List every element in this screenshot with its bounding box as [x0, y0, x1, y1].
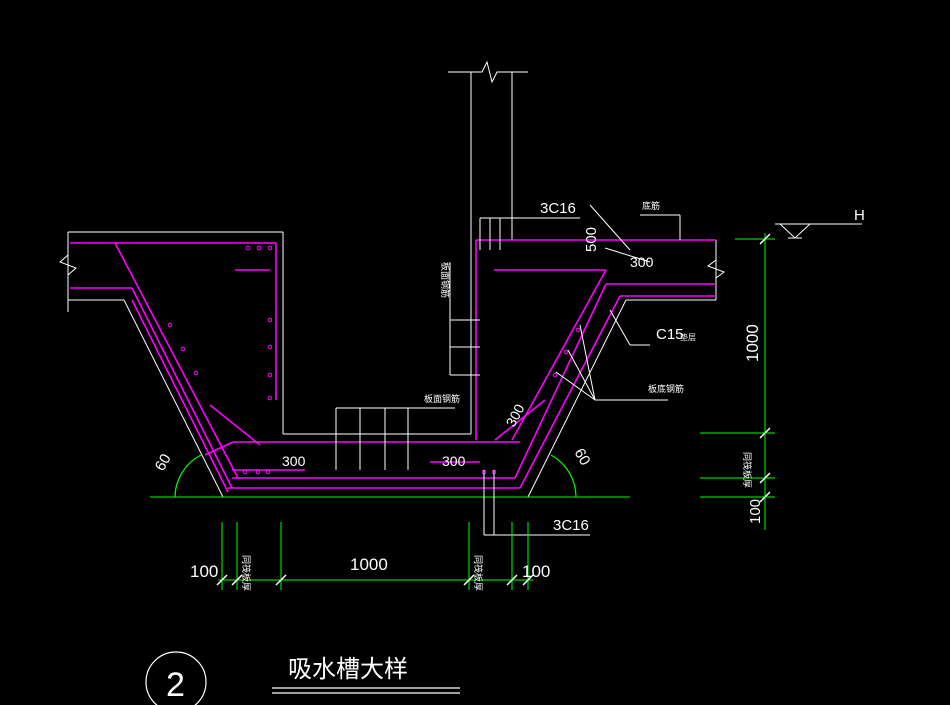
dimension-lines — [218, 233, 775, 590]
rebar-lines — [70, 239, 716, 493]
angle-marks — [174, 454, 577, 498]
level-label: H — [854, 207, 865, 224]
detail-circle — [145, 651, 207, 705]
rebar-leaders — [335, 204, 681, 536]
dim-100-right: 100 — [747, 499, 764, 524]
lap-bottom-left-label: 300 — [282, 453, 306, 469]
dim-1000-bottom: 1000 — [350, 555, 388, 574]
detail-number: 2 — [166, 666, 185, 704]
lap-top-label: 300 — [630, 254, 654, 270]
inner-note-label: 板面钢筋 — [424, 393, 460, 405]
level-marker — [775, 223, 862, 239]
dim-raft-right: 同筏板厚 — [472, 555, 484, 591]
dim-1000-vertical: 1000 — [743, 324, 762, 362]
slope-note-label: 板底钢筋 — [648, 383, 684, 395]
top-bar-label: 3C16 — [540, 200, 576, 217]
concrete-sub-label: 垫层 — [680, 332, 696, 342]
top-note-label: 底筋 — [642, 200, 660, 212]
wall-note-label: 板面钢筋 — [439, 262, 451, 298]
dim-100-left: 100 — [190, 562, 218, 581]
bottom-bar-label: 3C16 — [553, 517, 589, 534]
angle-right-label: 60 — [571, 446, 594, 469]
lap-slope-label: 300 — [503, 401, 528, 429]
dim-raft-left: 同筏板厚 — [240, 555, 252, 591]
concrete-outline — [59, 60, 726, 498]
drawing-title: 吸水槽大样 — [288, 655, 408, 683]
dim-raft-vertical: 同筏板厚 — [741, 452, 753, 488]
depth-500-label: 500 — [583, 227, 600, 252]
lap-bottom-right-label: 300 — [442, 453, 466, 469]
dim-100-bottom-right: 100 — [522, 562, 550, 581]
concrete-label: C15 — [656, 326, 684, 343]
angle-left-label: 60 — [152, 451, 175, 474]
rebar-dots — [167, 245, 581, 475]
dimension-ticks — [216, 233, 771, 586]
